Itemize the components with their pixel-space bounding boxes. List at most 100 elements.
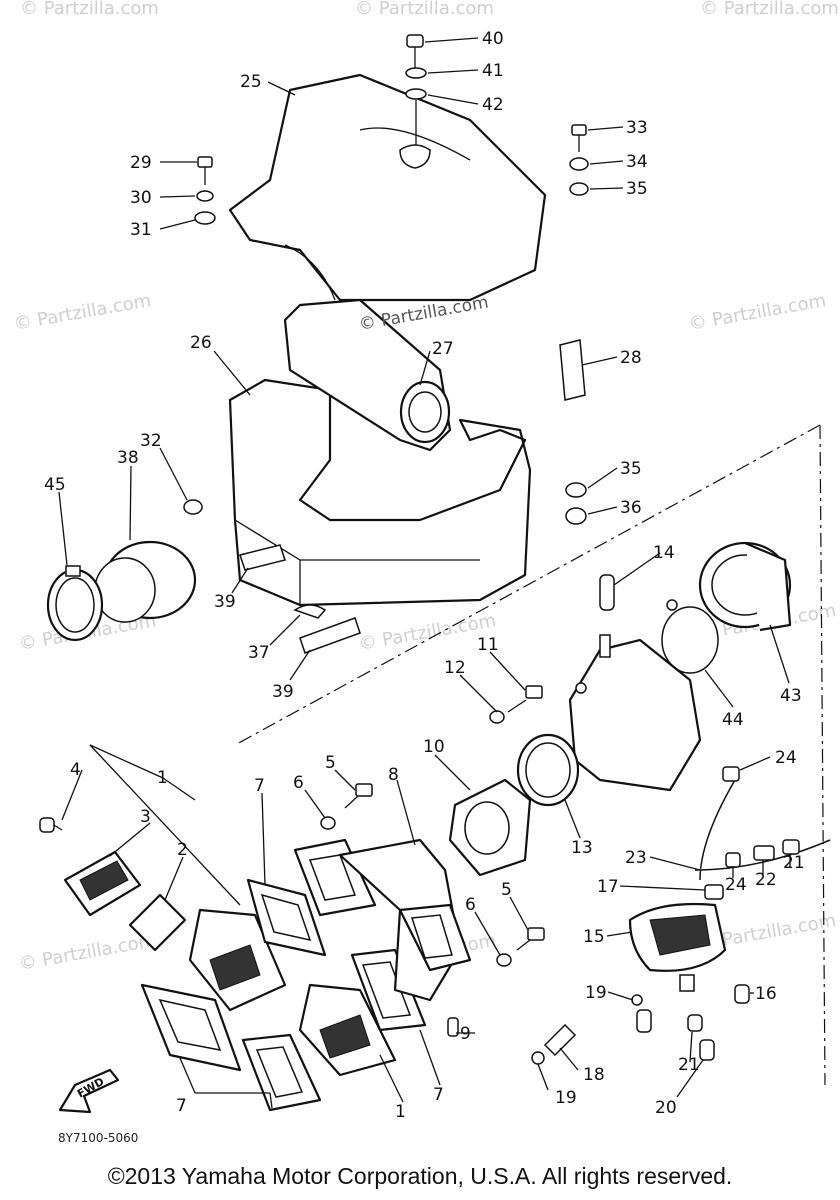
label-25: 25 — [240, 72, 262, 92]
bolt-40-part — [406, 34, 424, 68]
label-7b: 7 — [433, 1085, 444, 1105]
gasket-7c-part — [241, 1033, 322, 1112]
reed-valve-3-part — [63, 850, 142, 917]
pipe-19-part — [636, 1009, 652, 1033]
fuel-pump-part — [628, 884, 727, 992]
label-20: 20 — [655, 1098, 677, 1118]
watermark-left-1: © Partzilla.com — [12, 290, 152, 335]
label-18: 18 — [583, 1065, 605, 1085]
watermark-left-3: © Partzilla.com — [17, 930, 157, 975]
clamp-45-part — [46, 565, 104, 642]
gasket-7a-part — [140, 983, 242, 1072]
label-41: 41 — [482, 61, 504, 81]
pipe-18-part — [543, 1023, 577, 1057]
clip-19b-part — [531, 1051, 545, 1065]
label-24a: 24 — [775, 748, 797, 768]
label-43: 43 — [780, 686, 802, 706]
pin-9-part — [447, 1017, 459, 1037]
label-16: 16 — [755, 984, 777, 1004]
label-2: 2 — [177, 840, 188, 860]
assembly-outline — [234, 424, 821, 746]
label-32: 32 — [140, 431, 162, 451]
clip-37-part — [293, 604, 327, 619]
bolt-33-part — [571, 124, 587, 152]
label-22: 22 — [755, 870, 777, 890]
reed-block-b-part — [298, 983, 397, 1077]
label-42: 42 — [482, 95, 504, 115]
label-10: 10 — [423, 737, 445, 757]
bolt-29-part — [197, 156, 213, 185]
plug-14-part — [599, 574, 615, 611]
label-4: 4 — [70, 760, 81, 780]
watermark-right-1: © Partzilla.com — [687, 290, 827, 335]
cap-21b-part — [687, 1014, 703, 1032]
cap-20-part — [699, 1039, 715, 1061]
grommet-32-part — [183, 499, 203, 515]
assembly-outline-right — [819, 424, 826, 1086]
label-19b: 19 — [555, 1088, 577, 1108]
cap-21a-part — [782, 839, 800, 855]
intake-duct-part — [283, 298, 452, 452]
washer-34-part — [569, 157, 589, 171]
label-40: 40 — [482, 29, 504, 49]
label-7a: 7 — [254, 776, 265, 796]
silencer-case-part — [228, 378, 532, 607]
washer-30-part — [196, 190, 214, 202]
label-33: 33 — [626, 118, 648, 138]
label-37: 37 — [248, 643, 270, 663]
label-44: 44 — [722, 710, 744, 730]
bolt-11-part — [507, 685, 543, 713]
cap-24b-part — [725, 852, 741, 868]
cap-24a-part — [722, 766, 740, 782]
leader-lines — [58, 37, 791, 1109]
washer-6a-part — [320, 816, 336, 830]
watermark-top-center: © Partzilla.com — [355, 0, 494, 19]
label-3: 3 — [140, 807, 151, 827]
pad-39b-part — [299, 617, 361, 654]
washer-35-part — [569, 182, 589, 196]
label-26: 26 — [190, 333, 212, 353]
label-27: 27 — [432, 339, 454, 359]
gasket-7b-part — [246, 878, 327, 957]
label-14: 14 — [653, 543, 675, 563]
stopper-2-part — [128, 893, 187, 952]
label-5a: 5 — [325, 753, 336, 773]
washer-6b-part — [496, 953, 512, 967]
screw-4-part — [39, 817, 63, 833]
label-8: 8 — [388, 765, 399, 785]
label-34: 34 — [626, 152, 648, 172]
watermark-top-right: © Partzilla.com — [700, 0, 839, 19]
pad-28-part — [559, 339, 586, 401]
label-15: 15 — [583, 927, 605, 947]
label-6b: 6 — [465, 895, 476, 915]
label-21b: 21 — [678, 1055, 700, 1075]
label-19a: 19 — [585, 983, 607, 1003]
nut-36-part — [565, 507, 587, 525]
label-39b: 39 — [272, 682, 294, 702]
bolt-5b-part — [516, 927, 545, 951]
label-35a: 35 — [626, 179, 648, 199]
label-24b: 24 — [725, 875, 747, 895]
watermark-top-left: © Partzilla.com — [20, 0, 159, 19]
label-21a: 21 — [783, 853, 805, 873]
washer-42-part — [405, 88, 427, 100]
reed-block-part — [188, 908, 287, 1012]
washer-31-part — [194, 211, 216, 225]
carb-body-part — [568, 634, 702, 792]
label-31: 31 — [130, 220, 152, 240]
label-7c: 7 — [176, 1096, 187, 1116]
fwd-arrow-icon: FWD — [58, 1068, 120, 1114]
joint-10-part — [448, 778, 532, 877]
label-1a: 1 — [157, 768, 168, 788]
joint-22-part — [753, 845, 775, 861]
joint-38-part — [94, 540, 197, 623]
label-30: 30 — [130, 188, 152, 208]
label-17: 17 — [597, 877, 619, 897]
clamp-44-part — [661, 599, 719, 674]
label-45: 45 — [44, 475, 66, 495]
silencer-cover-part — [228, 73, 547, 302]
label-1b: 1 — [395, 1102, 406, 1122]
bolt-5a-part — [344, 783, 373, 809]
label-38: 38 — [117, 448, 139, 468]
